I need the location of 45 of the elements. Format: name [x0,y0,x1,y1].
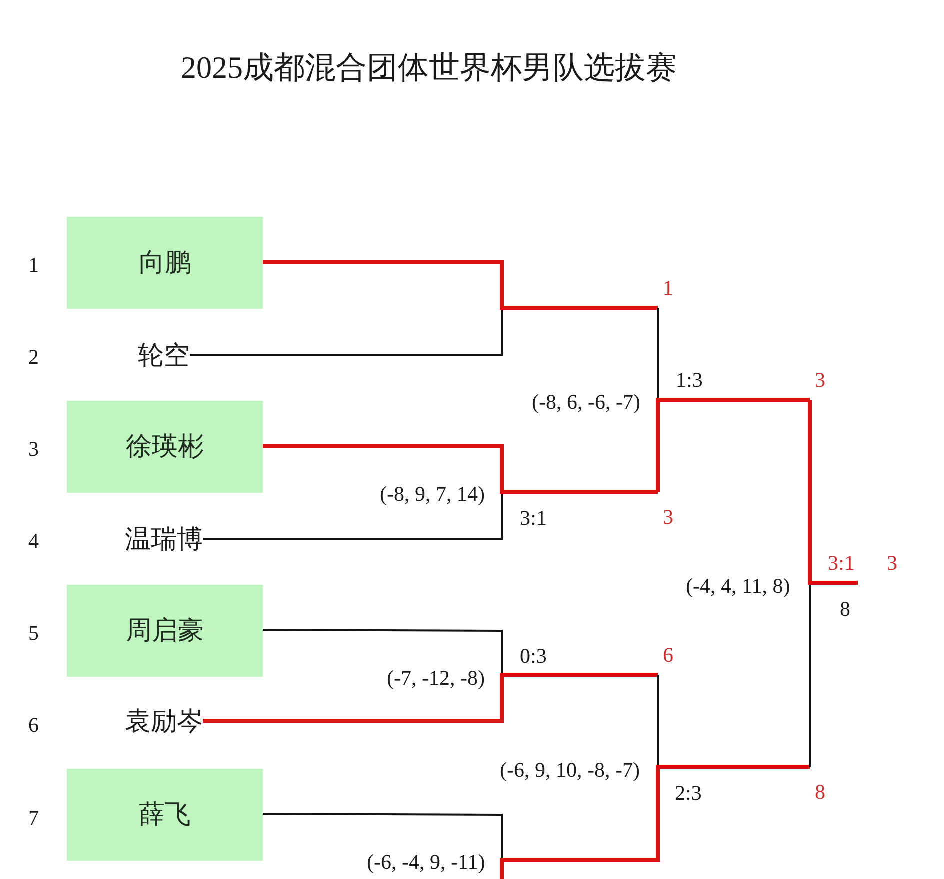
game-scores: (-4, 4, 11, 8) [686,576,790,597]
winner-number: 8 [810,767,826,803]
seed-number: 4 [28,531,39,552]
bracket-line [203,494,503,540]
game-scores: (-6, 9, 10, -8, -7) [500,760,640,781]
bracket-line [657,675,659,765]
match-score: 2:3 [675,783,702,804]
seed-number: 3 [28,439,39,460]
seed-number: 5 [28,623,39,644]
winner-number: 3 [858,553,898,583]
seed-number: 6 [28,715,39,736]
bracket-line [263,260,658,310]
runner-up-number: 8 [840,599,850,620]
winner-number: 3 [810,370,826,400]
game-scores: (-6, -4, 9, -11) [367,852,486,873]
player-box: 周启豪 [67,585,263,677]
seed-number: 1 [28,255,39,276]
game-scores: (-7, -12, -8) [387,668,485,689]
winner-number: 6 [658,645,674,675]
bracket-line [190,310,503,356]
bracket-line [500,765,810,879]
bracket-line [203,673,658,723]
game-scores: (-8, 9, 7, 14) [380,484,485,505]
bracket-line [656,398,810,492]
match-score: 3:1 [520,508,547,529]
title: 2025成都混合团体世界杯男队选拔赛 [181,52,677,83]
seed-number: 7 [28,808,39,829]
match-score: 0:3 [520,646,547,667]
bracket-line [263,629,503,673]
bracket-line [657,308,659,398]
bracket-line [809,585,811,767]
player-box: 薛飞 [67,769,263,861]
match-score: 1:3 [676,370,703,391]
bracket-line [808,400,858,585]
bracket-line [263,444,658,494]
winner-number: 3 [658,492,674,528]
game-scores: (-8, 6, -6, -7) [532,392,640,413]
match-score: 3:1 [828,553,855,574]
player-name: 轮空 [138,343,190,369]
seed-number: 2 [28,347,39,368]
player-name: 温瑞博 [125,527,203,553]
player-name: 袁励岑 [125,709,203,735]
winner-number: 1 [658,278,674,308]
player-box: 徐瑛彬 [67,401,263,493]
player-box: 向鹏 [67,217,263,309]
